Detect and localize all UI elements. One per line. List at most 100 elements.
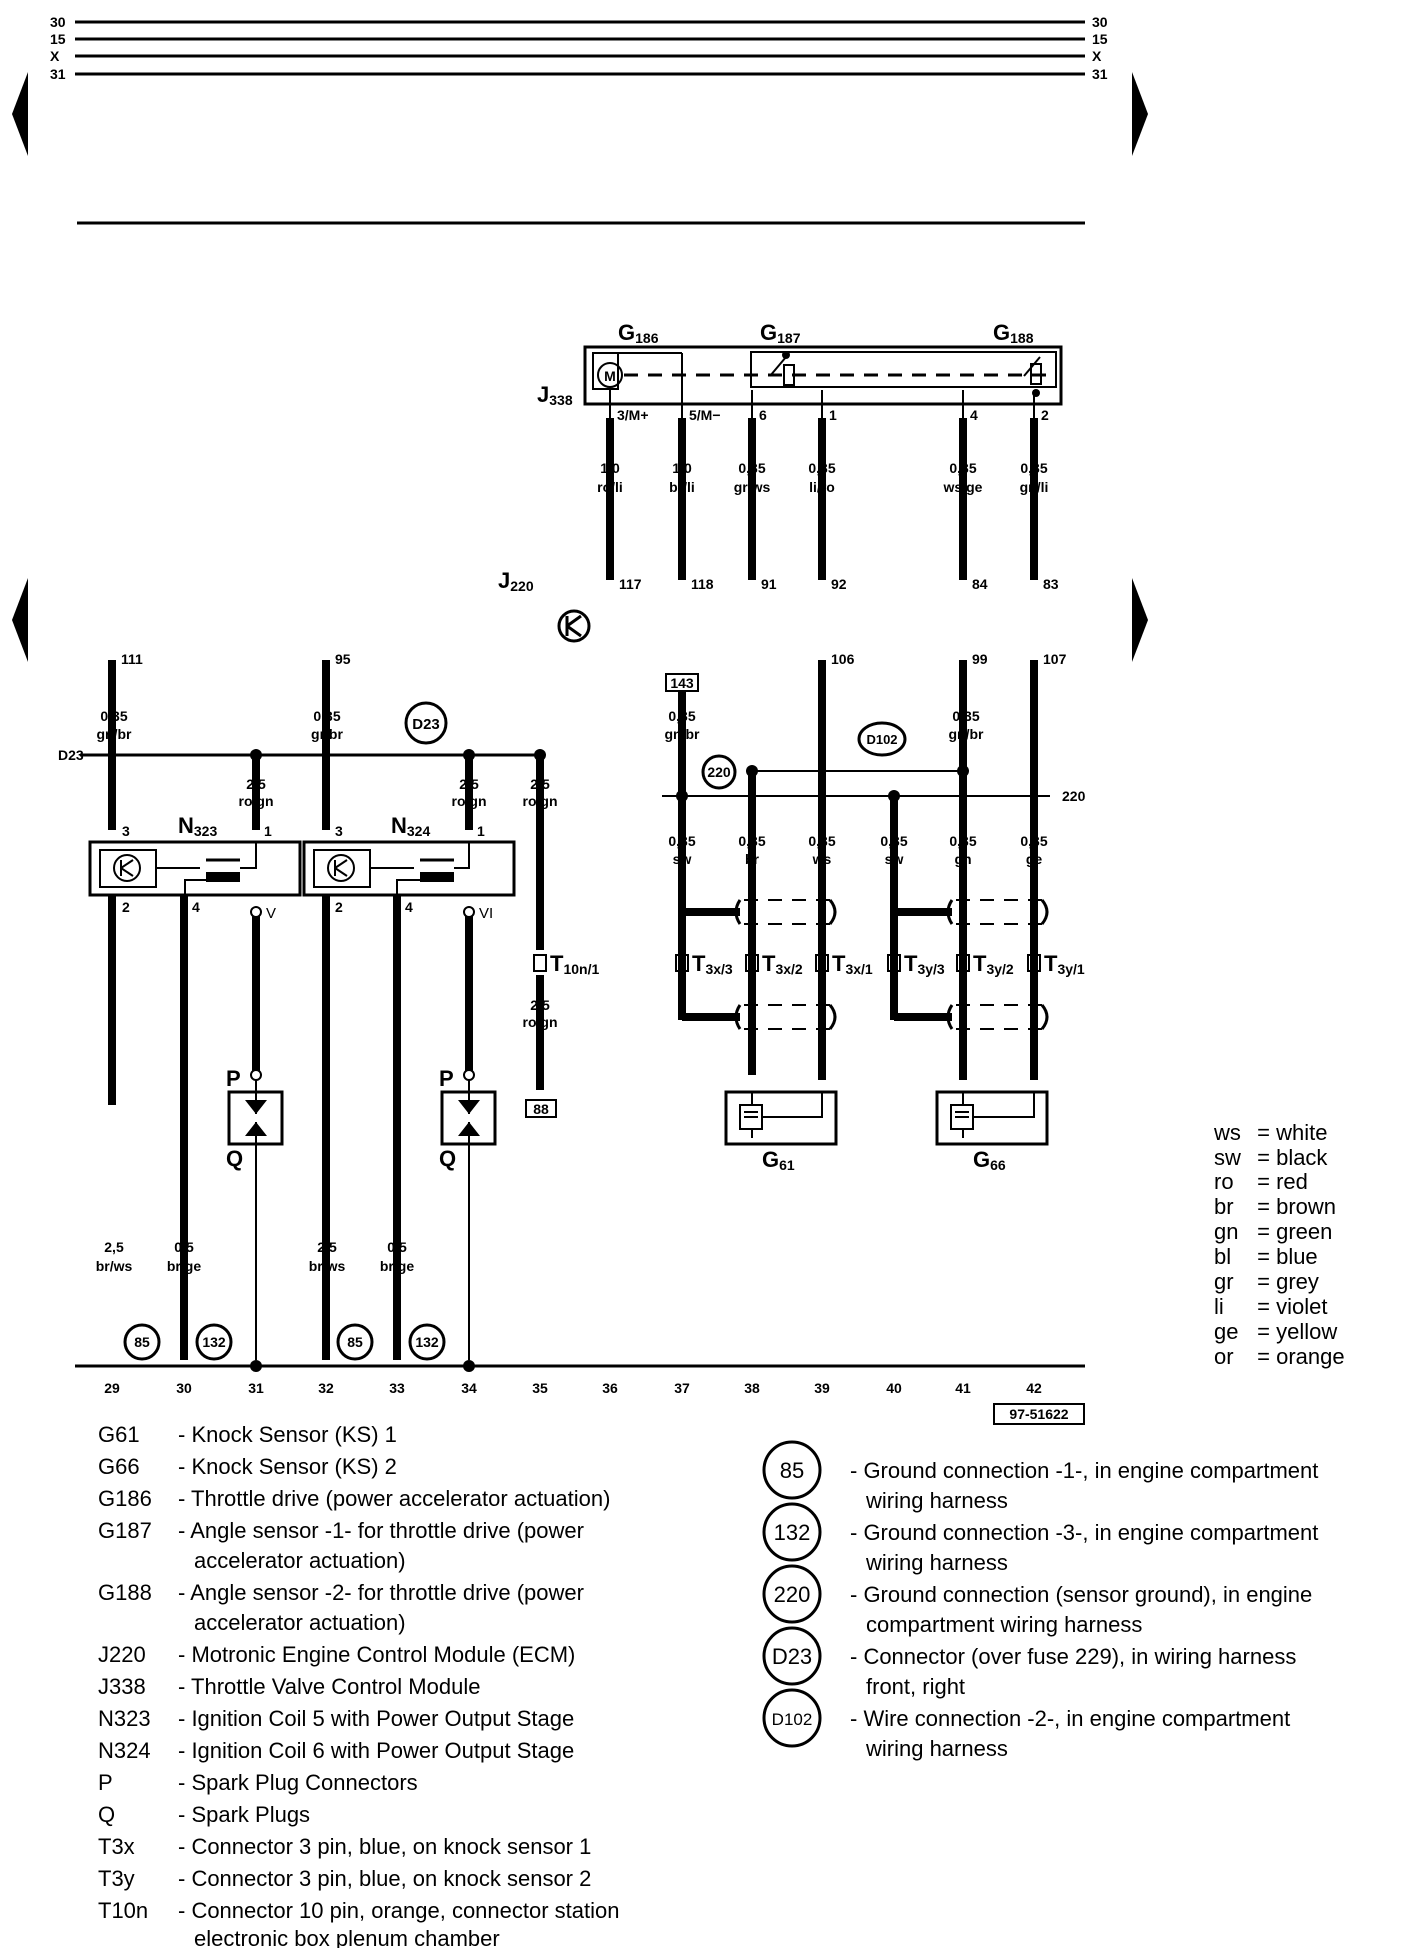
legend-desc-85-2: wiring harness <box>865 1488 1008 1513</box>
ground-132-icon-2 <box>408 1323 446 1361</box>
knock-sensor-g61: G61 <box>724 1090 838 1173</box>
wire-size-t10n-upper: 2,5 <box>530 776 550 792</box>
ref-box-88 <box>525 1099 557 1118</box>
bus-label-30-left: 30 <box>50 14 66 30</box>
legend-desc-d23-2: front, right <box>866 1674 965 1699</box>
legend-desc-g66: - Knock Sensor (KS) 2 <box>178 1454 397 1479</box>
legend-code-g66: G66 <box>98 1454 140 1479</box>
ground-220-label: 220 <box>707 764 731 780</box>
wire-size-t3x3: 0,35 <box>668 833 695 849</box>
label-g66: G66 <box>973 1147 1006 1173</box>
n324-pin-2: 2 <box>335 899 343 915</box>
coil-section: 111 0,35 gn/br 95 0,35 gr/br D23 D23 2,5… <box>58 651 599 1361</box>
ecm-pin-107: 107 <box>1043 651 1067 667</box>
color-code-7: li = violet <box>1214 1294 1327 1319</box>
wire-size-track-33: 0,5 <box>387 1239 407 1255</box>
n324-pin-3: 3 <box>335 823 343 839</box>
connector-d102-label: D102 <box>866 732 897 747</box>
legend-code-d23: D23 <box>772 1644 812 1669</box>
ground-220-side-label: 220 <box>1062 788 1086 804</box>
j338-pin-6: 6 <box>759 407 767 423</box>
legend-desc-g188-2: accelerator actuation) <box>194 1610 406 1635</box>
ecm-pin-106: 106 <box>831 651 855 667</box>
spark-plug-2: P Q <box>439 1066 497 1360</box>
label-t3x2: T3x/2 <box>762 951 803 977</box>
wire-color-95: gr/br <box>311 726 343 742</box>
wire-color-t10n-lower: ro/gn <box>523 1014 558 1030</box>
wire-color-track-32: br/ws <box>309 1258 346 1274</box>
ecm-transistor-icon <box>557 609 591 643</box>
j338-pin-4: 4 <box>970 407 978 423</box>
wire-size-111: 0,35 <box>100 708 127 724</box>
page-left-arrow-2-icon[interactable] <box>12 578 28 662</box>
legend-desc-n324: - Ignition Coil 6 with Power Output Stag… <box>178 1738 574 1763</box>
page-left-arrow-icon[interactable] <box>12 72 28 156</box>
legend-85-icon <box>762 1440 822 1500</box>
legend-code-q: Q <box>98 1802 115 1827</box>
legend-desc-g187-2: accelerator actuation) <box>194 1548 406 1573</box>
wire-color-t3y2: gn <box>954 851 971 867</box>
legend-code-p: P <box>98 1770 113 1795</box>
n323-pin-1: 1 <box>264 823 272 839</box>
ground-85-label: 85 <box>134 1334 150 1350</box>
track-33: 33 <box>389 1380 405 1396</box>
page-right-arrow-icon[interactable] <box>1132 72 1148 156</box>
label-j338: J338 <box>537 382 573 408</box>
bus-label-x-right: X <box>1092 48 1102 64</box>
legend-desc-g186: - Throttle drive (power accelerator actu… <box>178 1486 610 1511</box>
wire-size-95: 0,35 <box>313 708 340 724</box>
wire-color-n323-1: ro/gn <box>239 793 274 809</box>
ecm-pin-111: 111 <box>121 651 143 667</box>
label-g186: G186 <box>618 320 659 346</box>
ground-132-label-2: 132 <box>415 1334 439 1350</box>
color-code-5: bl = blue <box>1214 1244 1318 1269</box>
wire-color-t3x2: br <box>745 851 760 867</box>
wire-color-118: br/li <box>669 479 695 495</box>
wire-color-t3x3: sw <box>673 851 692 867</box>
track-40: 40 <box>886 1380 902 1396</box>
wire-size-n324-1: 2,5 <box>459 776 479 792</box>
track-29: 29 <box>104 1380 120 1396</box>
label-j220: J220 <box>498 568 534 594</box>
track-41: 41 <box>955 1380 971 1396</box>
track-35: 35 <box>532 1380 548 1396</box>
label-t3x3: T3x/3 <box>692 951 733 977</box>
legend-code-t3y: T3y <box>98 1866 135 1891</box>
j338-pin-5: 5/M− <box>689 407 721 423</box>
legend-desc-d23-1: - Connector (over fuse 229), in wiring h… <box>850 1644 1296 1669</box>
knock-sensor-g66: G66 <box>935 1090 1049 1173</box>
legend-desc-j220: - Motronic Engine Control Module (ECM) <box>178 1642 575 1667</box>
color-code-6: gr = grey <box>1214 1269 1319 1294</box>
wire-size-92: 0,35 <box>808 460 835 476</box>
color-code-3: br = brown <box>1214 1194 1336 1219</box>
wire-size-track-29: 2,5 <box>104 1239 124 1255</box>
wire-color-t3y1: ge <box>1026 851 1043 867</box>
wire-size-t3x2: 0,35 <box>738 833 765 849</box>
track-42: 42 <box>1026 1380 1042 1396</box>
track-36: 36 <box>602 1380 618 1396</box>
legend-desc-t3x: - Connector 3 pin, blue, on knock sensor… <box>178 1834 591 1859</box>
legend-132-icon <box>762 1502 822 1562</box>
legend-desc-q: - Spark Plugs <box>178 1802 310 1827</box>
connection-legend: 85 - Ground connection -1-, in engine co… <box>762 1440 1318 1761</box>
knock-sensor-section: 143 0,35 gn/br 106 99 0,35 gn/br 107 220… <box>662 651 1086 1173</box>
wire-size-n323-1: 2,5 <box>246 776 266 792</box>
wire-size-t10n-lower: 2,5 <box>530 997 550 1013</box>
legend-desc-220-2: compartment wiring harness <box>866 1612 1142 1637</box>
label-p-2: P <box>439 1066 454 1091</box>
legend-code-220: 220 <box>774 1582 811 1607</box>
diagram-id-box <box>993 1403 1085 1425</box>
connector-t10n-icon <box>533 954 547 972</box>
color-code-0: ws = white <box>1213 1120 1327 1145</box>
legend-code-j220: J220 <box>98 1642 146 1667</box>
legend-code-132: 132 <box>774 1520 811 1545</box>
page-right-arrow-2-icon[interactable] <box>1132 578 1148 662</box>
wire-color-track-33: br/ge <box>380 1258 414 1274</box>
n324-pin-1: 1 <box>477 823 485 839</box>
wire-color-83: gn/li <box>1020 479 1049 495</box>
track-34: 34 <box>461 1380 477 1396</box>
wire-color-ks1-feed: gn/br <box>665 726 701 742</box>
ref-box-143 <box>665 673 699 692</box>
label-q-1: Q <box>226 1146 243 1171</box>
wire-size-t3x1: 0,35 <box>808 833 835 849</box>
